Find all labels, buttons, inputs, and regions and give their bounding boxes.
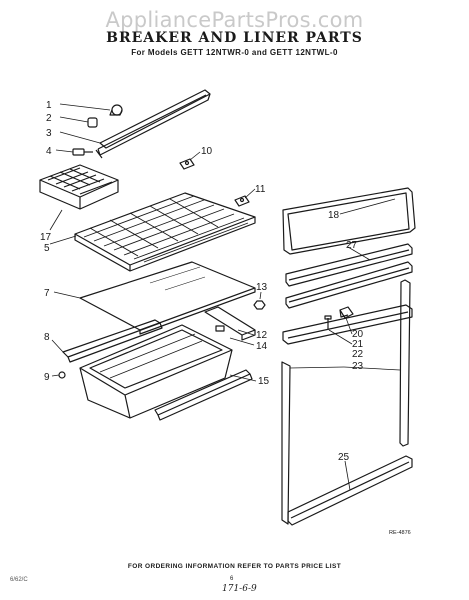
callout-2: 2 xyxy=(46,113,52,124)
part-breaker-strip-top xyxy=(95,89,211,159)
part-lower-mullion xyxy=(285,261,413,309)
callout-25: 25 xyxy=(338,452,350,463)
part-lower-strip xyxy=(154,369,253,421)
part-knob xyxy=(109,104,123,116)
part-cam-clip xyxy=(339,306,354,319)
figure-reference: RE-4876 xyxy=(389,530,411,536)
part-knob-cap xyxy=(87,117,98,128)
callout-5: 5 xyxy=(44,243,50,254)
page-number: 6 xyxy=(230,576,234,582)
part-gasket-left-strip xyxy=(281,361,291,525)
part-freezer-door-gasket xyxy=(282,187,416,255)
part-shelf-support-right xyxy=(234,195,250,207)
part-pan-fastener xyxy=(58,371,66,379)
callout-21: 21 xyxy=(352,339,364,350)
models-subtitle: For Models GETT 12NTWR-0 and GETT 12NTWL… xyxy=(131,48,338,57)
part-gasket-bottom xyxy=(287,455,413,526)
part-crisper-rail xyxy=(204,306,256,341)
callout-9: 9 xyxy=(44,372,50,383)
callout-7: 7 xyxy=(44,288,50,299)
part-fresh-food-gasket xyxy=(282,304,413,345)
part-ice-tray xyxy=(39,164,119,210)
callout-13: 13 xyxy=(256,282,268,293)
callout-27: 27 xyxy=(346,240,358,251)
part-gasket-screw xyxy=(324,315,332,330)
handwritten-note: 171-6-9 xyxy=(222,584,257,594)
document-code: 6/62/C xyxy=(10,577,28,583)
callout-3: 3 xyxy=(46,128,52,139)
callout-23: 23 xyxy=(352,361,364,372)
callout-11: 11 xyxy=(255,184,266,195)
callout-8: 8 xyxy=(44,332,50,343)
callout-17: 17 xyxy=(40,232,52,243)
part-glass-shelf xyxy=(79,261,256,335)
ordering-info: FOR ORDERING INFORMATION REFER TO PARTS … xyxy=(127,563,342,570)
callout-10: 10 xyxy=(201,146,213,157)
page-title: BREAKER AND LINER PARTS xyxy=(106,30,363,46)
part-shelf-support-left xyxy=(179,158,195,170)
callout-14: 14 xyxy=(256,341,268,352)
callout-labels: 1 2 3 4 17 5 7 8 9 10 11 13 12 14 15 18 … xyxy=(40,100,364,463)
callout-4: 4 xyxy=(46,146,52,157)
part-nut xyxy=(253,300,266,310)
leader-lines xyxy=(49,103,401,491)
part-crisper-pan xyxy=(79,324,233,419)
callout-15: 15 xyxy=(258,376,270,387)
part-gasket-right-strip xyxy=(399,279,411,447)
callout-22: 22 xyxy=(352,349,364,360)
part-wire-shelf xyxy=(74,192,256,272)
callout-1: 1 xyxy=(46,100,52,111)
part-cover-strip xyxy=(62,319,163,363)
part-screw xyxy=(72,148,93,156)
callout-20: 20 xyxy=(352,329,364,340)
callout-12: 12 xyxy=(256,330,268,341)
callout-18: 18 xyxy=(328,210,340,221)
watermark: AppliancePartsPros.com xyxy=(105,8,364,32)
part-upper-mullion xyxy=(285,243,413,287)
